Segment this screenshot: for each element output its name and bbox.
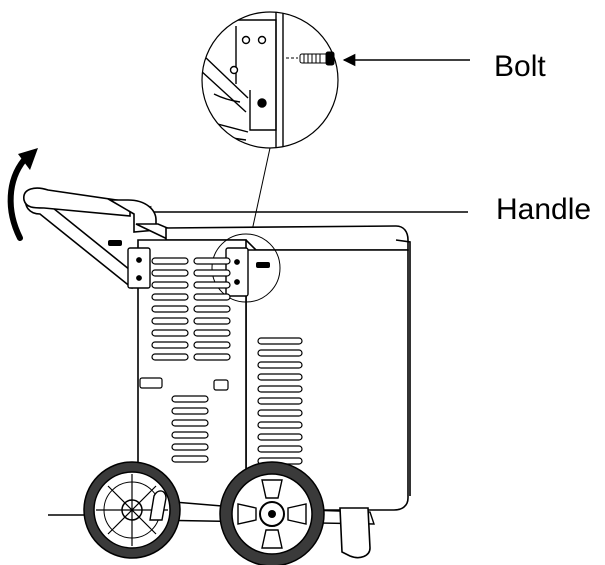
handle-label: Handle xyxy=(496,193,592,226)
bolt-detail xyxy=(286,51,335,66)
highlight-circle xyxy=(211,233,281,303)
bracket-left xyxy=(127,247,151,289)
front-wheel xyxy=(219,461,325,565)
latch-left xyxy=(139,377,163,389)
zoom-detail-circle xyxy=(201,11,339,149)
curved-arrow-icon xyxy=(7,148,38,241)
bracket-right xyxy=(225,247,249,297)
front-lower-vents xyxy=(171,395,209,463)
unit-body xyxy=(137,225,411,521)
front-upper-vents xyxy=(151,257,231,361)
rear-wheel xyxy=(83,461,181,559)
axle-pin xyxy=(149,490,167,521)
rear-foot xyxy=(339,507,371,559)
latch-right xyxy=(213,379,229,391)
bolt-label: Bolt xyxy=(494,50,546,83)
bolt-left xyxy=(108,240,122,246)
bolt-right xyxy=(256,262,270,268)
